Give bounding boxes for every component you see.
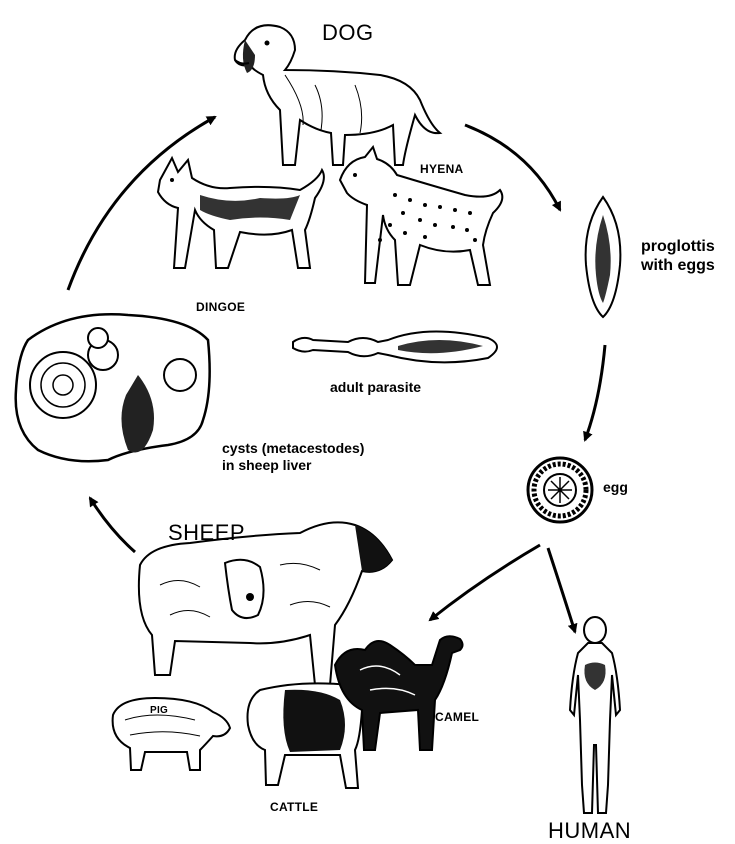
pig-illustration [105,690,235,775]
proglottis-label-line1: proglottis [641,237,715,256]
arrow-sheep-to-cyst [90,498,135,552]
egg-illustration [525,455,595,525]
cyst-liver-illustration [8,300,218,470]
dingoe-illustration [150,150,330,280]
hyena-label: HYENA [420,162,464,176]
camel-illustration [320,625,470,755]
human-label: HUMAN [548,818,631,844]
camel-label: CAMEL [435,710,479,724]
pig-label: PIG [150,705,168,716]
arrow-proglottis-to-egg [585,345,605,440]
cattle-label: CATTLE [270,800,318,814]
proglottis-label-line2: with eggs [641,256,715,275]
cysts-label-line1: cysts (metacestodes) [222,440,364,457]
arrow-egg-to-camel [430,545,540,620]
dog-label: DOG [322,20,374,46]
dingoe-label: DINGOE [196,300,245,314]
adult-parasite-illustration [288,320,508,370]
sheep-label: SHEEP [168,520,245,546]
adult-parasite-label: adult parasite [330,378,421,397]
human-illustration [560,615,630,820]
cysts-label-line2: in sheep liver [222,457,311,474]
proglottis-illustration [578,195,628,320]
egg-label: egg [603,478,628,497]
